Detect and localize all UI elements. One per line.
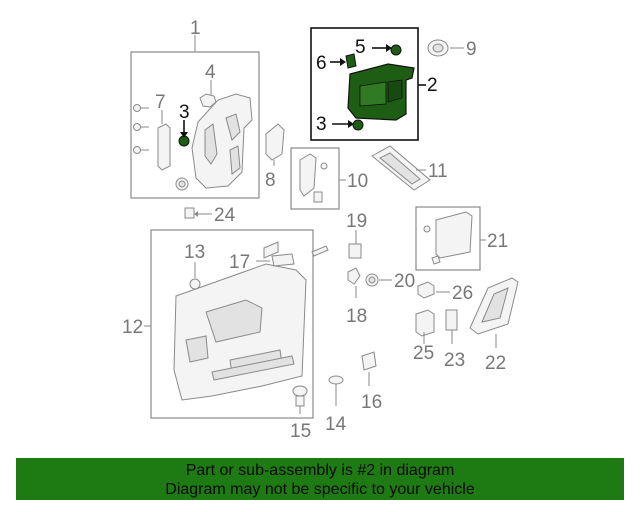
bolt-part-3-left bbox=[178, 120, 190, 147]
callout-11: 11 bbox=[428, 161, 448, 182]
clip-part-18 bbox=[347, 267, 361, 298]
quarter-trim-panel bbox=[173, 263, 307, 401]
callout-5: 5 bbox=[355, 37, 366, 58]
banner-line-1: Part or sub-assembly is #2 in diagram bbox=[185, 462, 455, 479]
block-part-19 bbox=[348, 230, 362, 259]
handle-part-10 bbox=[299, 153, 328, 203]
group-2-box bbox=[310, 27, 419, 141]
parts-diagram: 1 4 7 3 2 bbox=[122, 18, 519, 442]
clip-part-24 bbox=[184, 207, 212, 219]
callout-21: 21 bbox=[487, 231, 508, 252]
clip-part-15 bbox=[292, 385, 308, 414]
bracket-part-2 bbox=[347, 63, 415, 121]
cover-part-7 bbox=[157, 110, 171, 171]
callout-7: 7 bbox=[155, 92, 166, 113]
callout-6: 6 bbox=[316, 53, 327, 74]
group-10-box bbox=[290, 147, 340, 210]
banner-line-2: Diagram may not be specific to your vehi… bbox=[165, 481, 475, 498]
part-info-banner: Part or sub-assembly is #2 in diagram Di… bbox=[16, 458, 624, 500]
bolt-part-3-lower bbox=[332, 119, 364, 131]
grommet-part-20 bbox=[365, 273, 392, 287]
push-clip-group-1 bbox=[175, 177, 189, 191]
callout-12: 12 bbox=[122, 317, 143, 338]
trim-part-22 bbox=[469, 277, 519, 348]
bushing-part-26 bbox=[417, 281, 450, 299]
pin-part-14 bbox=[328, 375, 344, 406]
callout-10: 10 bbox=[347, 171, 368, 192]
callout-24: 24 bbox=[214, 205, 236, 226]
callout-3-lower: 3 bbox=[316, 114, 327, 135]
cap-part-9 bbox=[427, 39, 464, 57]
callout-23: 23 bbox=[444, 350, 465, 371]
callout-19: 19 bbox=[346, 211, 367, 232]
panel-part-8 bbox=[265, 123, 285, 166]
callout-14: 14 bbox=[325, 414, 347, 435]
screws-column bbox=[133, 104, 149, 154]
callout-13: 13 bbox=[184, 242, 205, 263]
plate-part-6 bbox=[330, 53, 357, 69]
callout-1: 1 bbox=[190, 18, 201, 39]
group-12-box bbox=[150, 229, 314, 419]
bracket-part-17 bbox=[256, 241, 295, 267]
group-21-box bbox=[415, 206, 481, 271]
pillar-trim-panel bbox=[191, 93, 253, 189]
callout-4: 4 bbox=[205, 62, 216, 83]
callout-2: 2 bbox=[427, 75, 438, 96]
callout-15: 15 bbox=[290, 421, 311, 442]
callout-22: 22 bbox=[485, 353, 506, 374]
callout-18: 18 bbox=[346, 306, 367, 327]
callout-25: 25 bbox=[413, 343, 434, 364]
screw-part-13 bbox=[189, 262, 201, 290]
callout-16: 16 bbox=[361, 392, 382, 413]
clip-part-16 bbox=[361, 351, 377, 386]
callout-20: 20 bbox=[394, 271, 415, 292]
clip-part-4 bbox=[199, 80, 217, 108]
cap-part-23 bbox=[445, 309, 458, 344]
callout-17: 17 bbox=[229, 252, 250, 273]
sill-part-11 bbox=[371, 145, 431, 191]
callout-9: 9 bbox=[466, 39, 477, 60]
cover-part-21 bbox=[423, 211, 473, 265]
callout-3-upper: 3 bbox=[179, 102, 190, 123]
callout-26: 26 bbox=[452, 283, 473, 304]
plug-part-25 bbox=[415, 309, 435, 344]
pin-part bbox=[311, 245, 329, 257]
bolt-part-5 bbox=[372, 44, 402, 56]
callout-8: 8 bbox=[265, 170, 276, 191]
